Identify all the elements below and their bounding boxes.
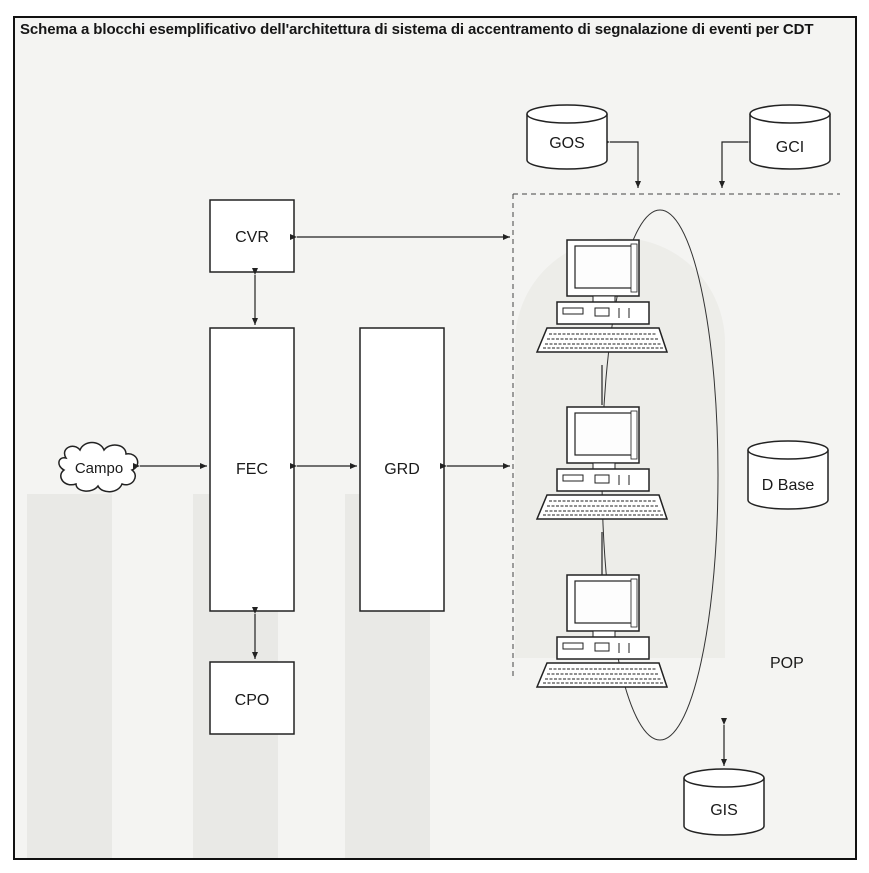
dbase-label: D Base [762,477,815,494]
gci-arrow [719,139,755,188]
gos-database [526,104,608,170]
pop-boundary-line [512,193,840,680]
campo-cloud [58,441,139,493]
grd-block [359,327,445,612]
gos-arrow [603,139,641,188]
workstation-1 [536,239,668,353]
workstation-3 [536,574,668,688]
cpo-label: CPO [235,692,270,709]
fec-label: FEC [236,461,268,478]
watermark-bar-1 [27,494,112,858]
campo-label: Campo [75,460,123,477]
workstation-2 [536,406,668,520]
cpo-block [209,661,295,735]
cvr-label: CVR [235,229,269,246]
diagram-title: Schema a blocchi esemplificativo dell'ar… [20,21,814,38]
gci-label: GCI [776,139,804,156]
dbase-database [747,440,829,510]
gci-database [749,104,831,170]
gis-database [683,768,765,836]
grd-label: GRD [384,461,420,478]
fec-block [209,327,295,612]
cvr-block [209,199,295,273]
pop-label: POP [770,655,804,672]
gis-label: GIS [710,802,738,819]
gos-label: GOS [549,135,585,152]
